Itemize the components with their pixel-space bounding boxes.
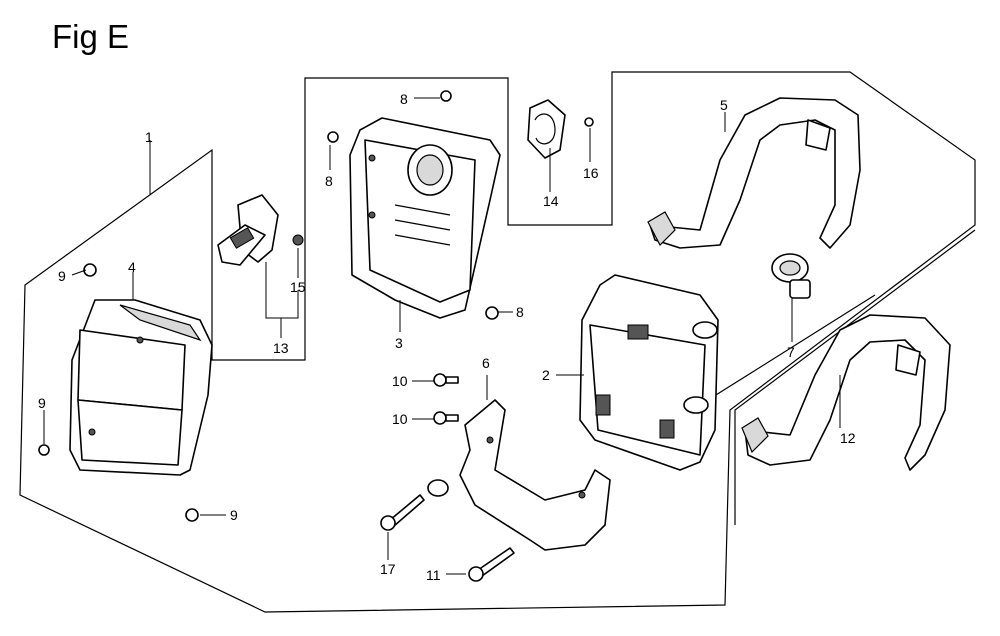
bolts xyxy=(38,90,594,582)
part-13-plate xyxy=(217,194,304,266)
callout-15: 15 xyxy=(290,279,306,295)
part-7-clamp xyxy=(771,253,811,299)
callout-10-top: 10 xyxy=(392,373,408,389)
callout-10-bottom: 10 xyxy=(392,411,408,427)
part-3-case xyxy=(349,117,501,319)
callout-12: 12 xyxy=(840,430,856,446)
callout-1: 1 xyxy=(145,129,153,145)
part-6-bracket xyxy=(427,399,611,551)
callout-7: 7 xyxy=(787,344,795,360)
callout-9-left: 9 xyxy=(38,395,46,411)
part-12-pipe xyxy=(741,314,951,471)
part-2-muffler xyxy=(579,274,719,471)
callout-16: 16 xyxy=(583,165,599,181)
callout-13: 13 xyxy=(273,340,289,356)
callout-3: 3 xyxy=(395,335,403,351)
callout-14: 14 xyxy=(543,193,559,209)
callout-9-bottom: 9 xyxy=(230,507,238,523)
callout-17: 17 xyxy=(380,561,396,577)
callout-5: 5 xyxy=(720,97,728,113)
callout-labels: 1 4 9 9 9 15 13 8 8 8 3 14 16 5 7 12 2 6… xyxy=(38,91,856,583)
callout-8-right: 8 xyxy=(516,304,524,320)
group-frames xyxy=(19,71,976,613)
figure-title: Fig E xyxy=(52,18,130,55)
leader-lines xyxy=(43,97,841,575)
part-5-pipe xyxy=(647,97,861,249)
callout-4: 4 xyxy=(128,259,136,275)
callout-6: 6 xyxy=(482,355,490,371)
callout-2: 2 xyxy=(542,367,550,383)
part-4-cover xyxy=(69,299,213,476)
callout-9-top: 9 xyxy=(58,268,66,284)
callout-8-top: 8 xyxy=(400,91,408,107)
part-14-gasket xyxy=(527,99,566,159)
callout-11: 11 xyxy=(426,567,441,583)
callout-8-left: 8 xyxy=(325,173,333,189)
